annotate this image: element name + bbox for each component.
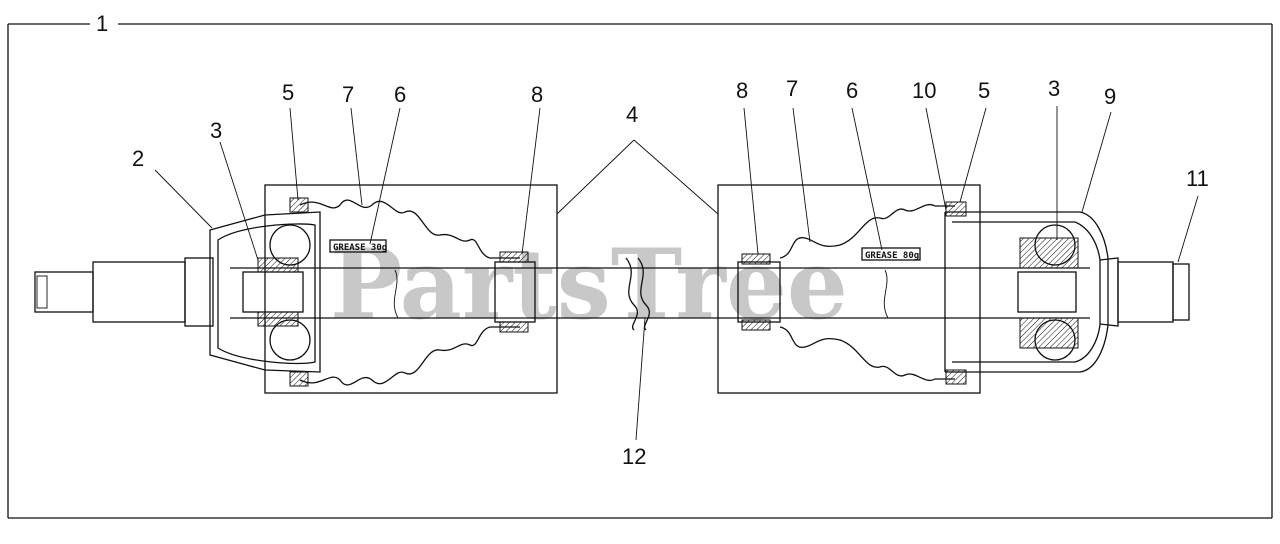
- callout-1: 1: [96, 11, 108, 36]
- callout-3-right: 3: [1048, 76, 1060, 101]
- left-boot-detail-box: [264, 184, 558, 394]
- right-boot-detail-box: [717, 184, 981, 394]
- callout-2: 2: [132, 146, 144, 171]
- callout-11: 11: [1186, 166, 1209, 191]
- grease-label-left: GREASE 30g: [333, 243, 387, 253]
- callout-10: 10: [912, 78, 936, 103]
- assembly-frame: [7, 23, 1273, 519]
- callout-5-right: 5: [978, 78, 990, 103]
- right-stub-shaft: [1099, 257, 1190, 327]
- callout-6-left: 6: [394, 82, 406, 107]
- left-boot: [289, 197, 536, 387]
- callout-5-left: 5: [282, 80, 294, 105]
- callout-numbers: 1 2 3 5 7 6 8 4 8 7 6 10 5 3 9 11 12: [96, 11, 1209, 469]
- callout-7-right: 7: [786, 76, 798, 101]
- leader-lines: [154, 106, 1199, 441]
- callout-8-left: 8: [531, 82, 543, 107]
- callout-7-left: 7: [342, 82, 354, 107]
- callout-12: 12: [622, 444, 646, 469]
- grease-label-right: GREASE 80g: [865, 251, 919, 261]
- grease-tag-left: [329, 239, 387, 253]
- callout-8-right: 8: [736, 78, 748, 103]
- callout-4: 4: [626, 102, 638, 127]
- right-cv-housing: [944, 211, 1109, 373]
- callout-9: 9: [1104, 84, 1116, 109]
- right-boot: [737, 201, 967, 385]
- callout-3-left: 3: [210, 118, 222, 143]
- left-cv-housing: [209, 211, 321, 373]
- grease-tag-right: [861, 247, 921, 261]
- left-stub-shaft: [34, 257, 214, 327]
- callout-6-right: 6: [846, 78, 858, 103]
